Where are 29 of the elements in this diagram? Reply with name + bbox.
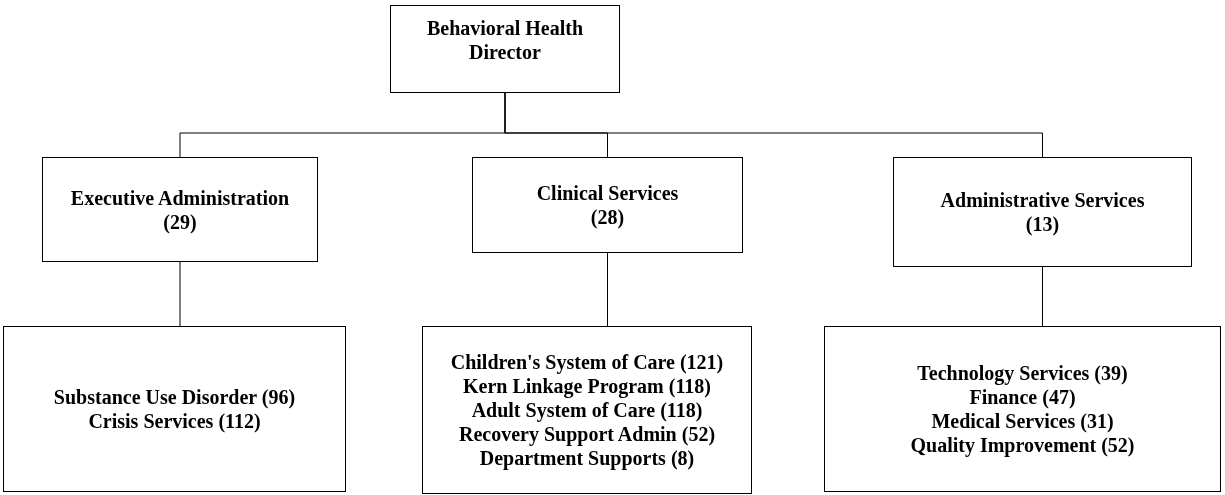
- box-text: Kern Linkage Program (118): [463, 374, 711, 398]
- connector-line: [504, 92, 1043, 158]
- org-box: [422, 326, 752, 494]
- org-box: [824, 326, 1221, 492]
- org-box: [390, 5, 620, 93]
- connector-line: [607, 252, 608, 327]
- box-text: Recovery Support Admin (52): [458, 422, 716, 446]
- connector-line: [179, 261, 181, 327]
- box-text: Medical Services (31): [931, 409, 1114, 433]
- box-text: Substance Use Disorder (96): [53, 385, 296, 409]
- box-text: (29): [163, 209, 197, 234]
- box-text: Children's System of Care (121): [450, 350, 724, 374]
- box-text: Adult System of Care (118): [471, 398, 703, 422]
- box-text: Administrative Services: [940, 188, 1145, 212]
- box-text: (13): [1025, 212, 1060, 236]
- org-box: [42, 157, 318, 262]
- box-text: Finance (47): [969, 385, 1076, 409]
- box-text: Clinical Services: [536, 181, 679, 205]
- box-text: Crisis Services (112): [88, 409, 261, 433]
- connector-line: [1042, 266, 1043, 327]
- org-box: [3, 326, 346, 492]
- org-box: [893, 157, 1192, 267]
- box-text: Department Supports (8): [479, 446, 695, 470]
- box-text: Behavioral Health Director: [425, 16, 585, 64]
- box-text: Quality Improvement (52): [910, 433, 1135, 457]
- org-box: [472, 157, 743, 253]
- box-text: Executive Administration: [70, 185, 290, 210]
- box-text: (28): [590, 205, 625, 229]
- box-text: Technology Services (39): [917, 361, 1128, 385]
